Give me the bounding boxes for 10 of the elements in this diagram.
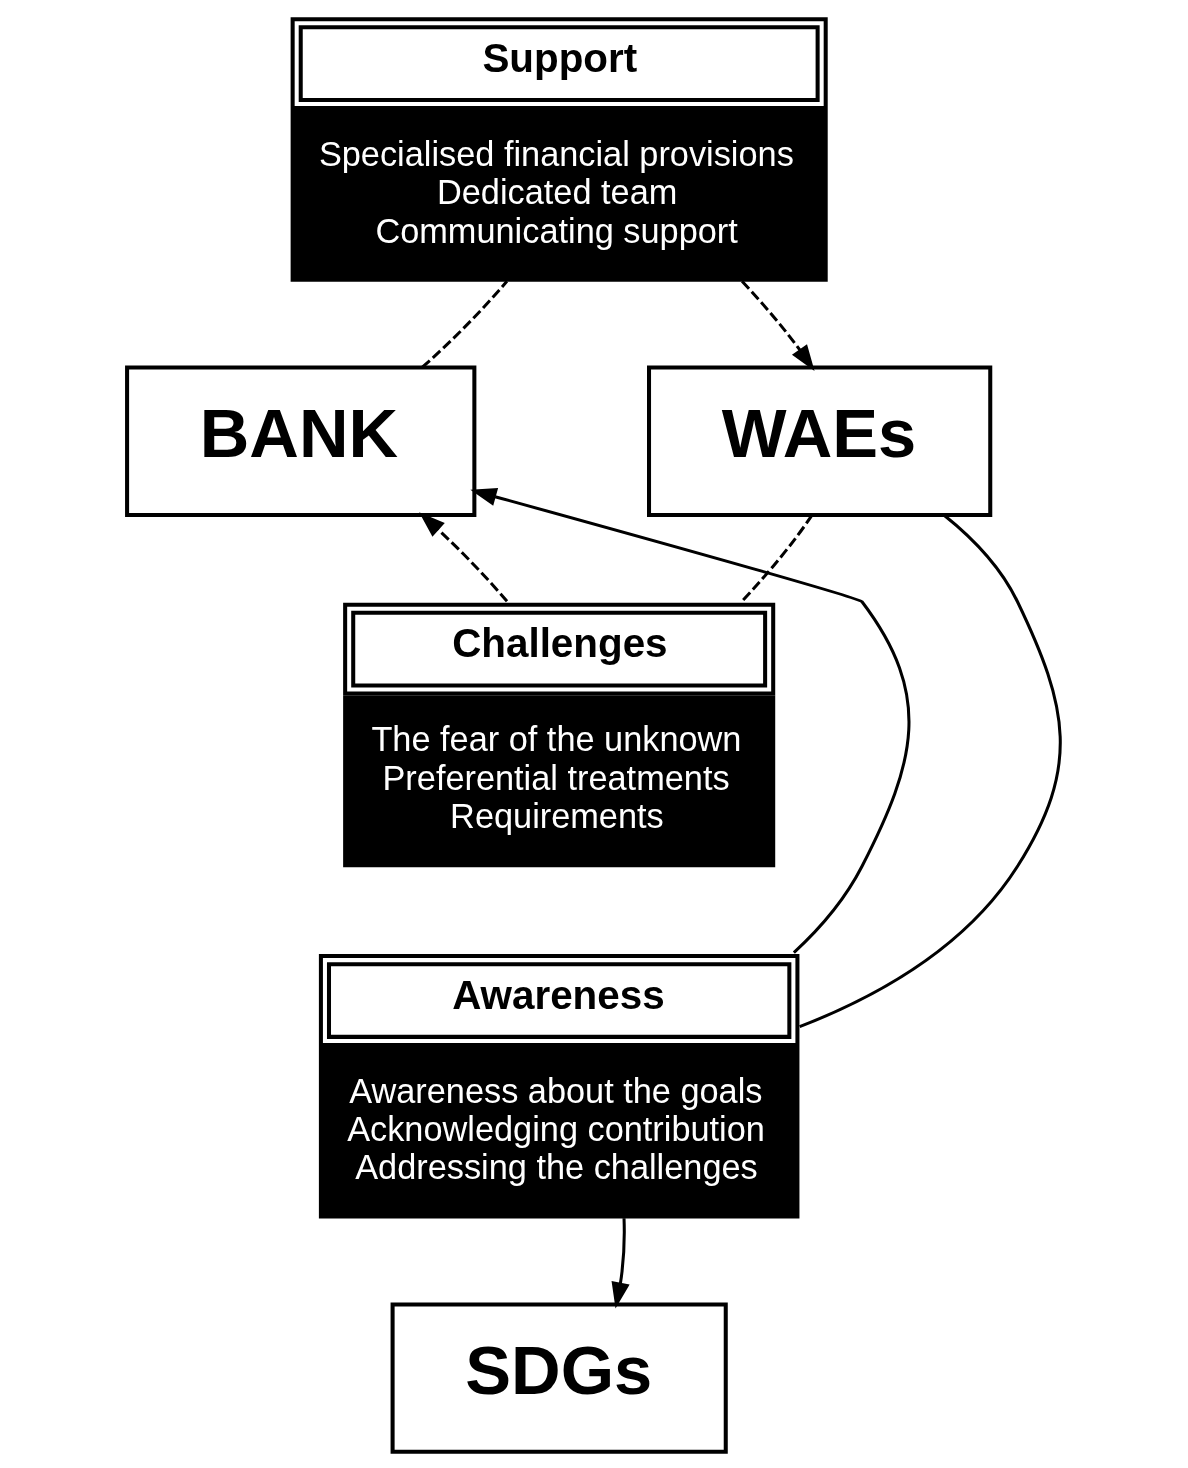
connector <box>740 514 814 603</box>
node-box: BANK <box>125 365 477 517</box>
node-box: WAEs <box>647 365 993 517</box>
arrow <box>470 487 911 954</box>
node-box: SDGs <box>390 1302 728 1454</box>
connector <box>799 513 1062 1029</box>
connector <box>421 280 509 369</box>
arrow <box>611 1218 630 1309</box>
arrow <box>419 512 509 603</box>
arrow <box>740 280 815 371</box>
